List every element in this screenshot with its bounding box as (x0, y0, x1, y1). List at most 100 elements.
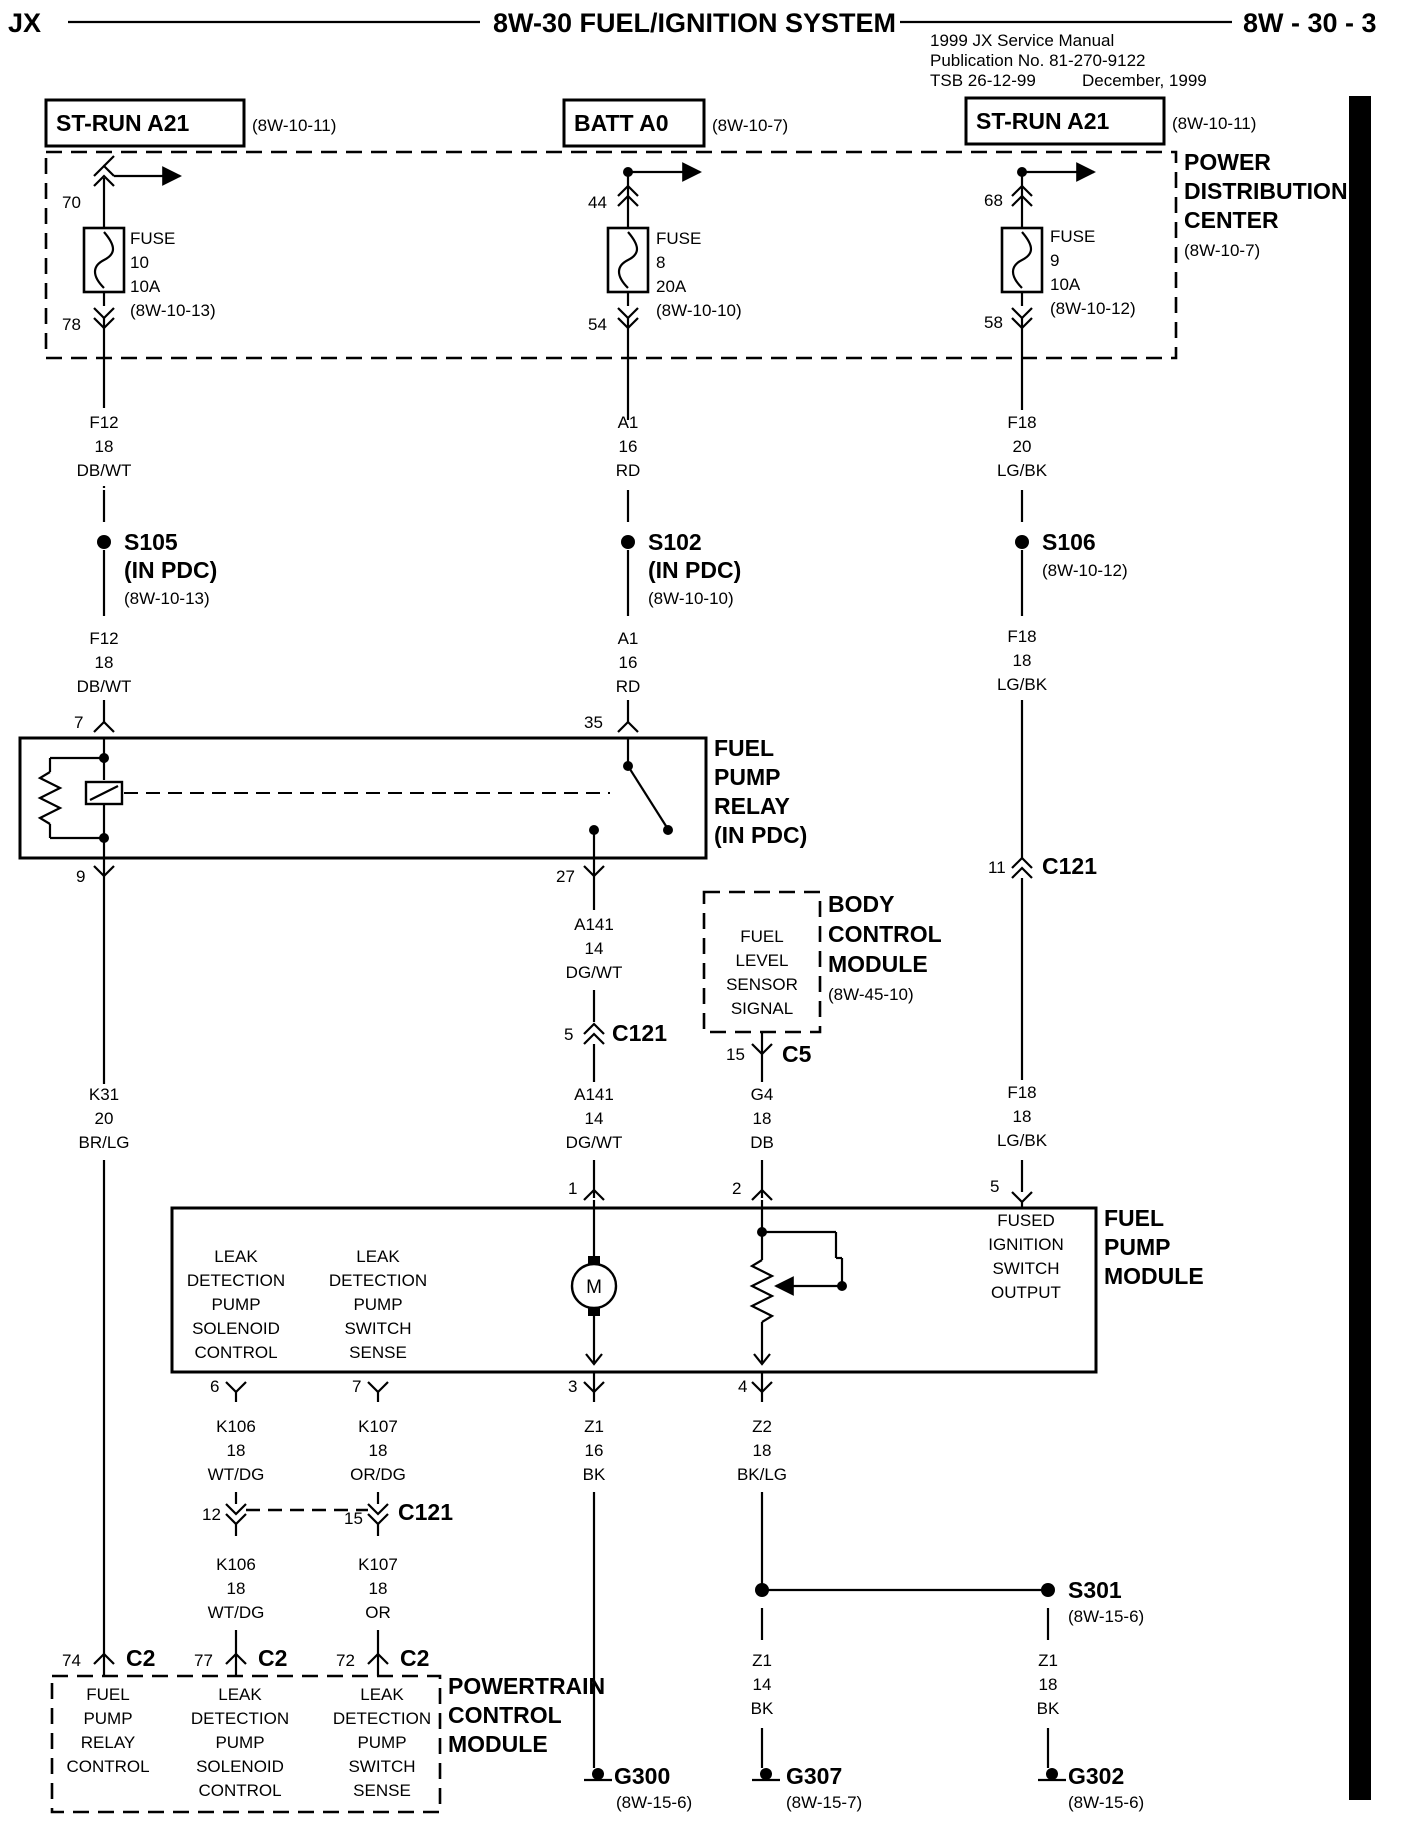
svg-text:F12: F12 (89, 413, 118, 432)
svg-text:DETECTION: DETECTION (329, 1271, 427, 1290)
svg-text:F12: F12 (89, 629, 118, 648)
svg-text:A141: A141 (574, 915, 614, 934)
svg-text:FUEL: FUEL (740, 927, 783, 946)
relay-label-1: FUEL (714, 735, 774, 761)
svg-text:14: 14 (585, 939, 604, 958)
svg-text:PUMP: PUMP (211, 1295, 260, 1314)
fuel-pump-module: 1 2 5 M LEAK DETECTION PUMP SOLENOID CON… (170, 1177, 1204, 1402)
svg-text:(8W-15-6): (8W-15-6) (616, 1793, 692, 1812)
fuse-number: 9 (1050, 251, 1059, 270)
svg-text:OR/DG: OR/DG (350, 1465, 406, 1484)
svg-text:(8W-15-6): (8W-15-6) (1068, 1793, 1144, 1812)
source-st-run-right: ST-RUN A21 (8W-10-11) (964, 96, 1256, 146)
svg-text:72: 72 (336, 1651, 355, 1670)
relay-label-3: RELAY (714, 793, 790, 819)
svg-text:A1: A1 (618, 629, 639, 648)
svg-text:BK/LG: BK/LG (737, 1465, 787, 1484)
wire-label: Z1 18 BK (1037, 1651, 1060, 1718)
splice-s106: S106 (8W-10-12) (1015, 529, 1128, 616)
svg-text:C121: C121 (398, 1499, 453, 1525)
svg-text:OR: OR (365, 1603, 391, 1622)
fuse-pin-in: 68 (984, 191, 1003, 210)
svg-text:11: 11 (988, 858, 1006, 877)
svg-text:MODULE: MODULE (1104, 1263, 1204, 1289)
wire-label: A1 16 RD (616, 629, 641, 696)
body-control-module: FUEL LEVEL SENSOR SIGNAL BODY CONTROL MO… (702, 890, 942, 1082)
svg-text:Z1: Z1 (1038, 1651, 1058, 1670)
fuse-10: 70 78 FUSE 10 10A (8W-10-13) (62, 155, 216, 488)
wire-label: F12 18 DB/WT (77, 629, 132, 696)
svg-text:18: 18 (753, 1441, 772, 1460)
fuse-pin-out: 78 (62, 315, 81, 334)
source-ref: (8W-10-11) (1172, 114, 1256, 133)
svg-text:FUSED: FUSED (997, 1211, 1055, 1230)
wire-label: Z1 16 BK (583, 1417, 606, 1484)
fuse-ref: (8W-10-12) (1050, 299, 1136, 318)
fuel-pump-relay: 7 35 9 27 FUEL PUMP RELAY ( (18, 700, 807, 886)
svg-text:LG/BK: LG/BK (997, 461, 1048, 480)
fpm-pin: 5 (990, 1177, 999, 1196)
relay-pin: 27 (556, 867, 575, 886)
source-batt: BATT A0 (8W-10-7) (562, 98, 788, 148)
fuse-pin-in: 70 (62, 193, 81, 212)
wire-label: F12 18 DB/WT (68, 408, 140, 486)
svg-text:SOLENOID: SOLENOID (192, 1319, 280, 1338)
wire-label: F18 18 LG/BK (997, 627, 1048, 694)
svg-text:CONTROL: CONTROL (448, 1702, 562, 1728)
wire-label: A141 14 DG/WT (566, 1085, 623, 1152)
svg-text:S105: S105 (124, 529, 178, 555)
svg-text:(8W-10-10): (8W-10-10) (648, 589, 734, 608)
connector-c121-a141: 5 C121 (564, 1020, 667, 1082)
svg-text:18: 18 (1013, 1107, 1032, 1126)
svg-text:18: 18 (753, 1109, 772, 1128)
fuse-ref: (8W-10-13) (130, 301, 216, 320)
svg-text:CONTROL: CONTROL (194, 1343, 277, 1362)
svg-text:16: 16 (619, 437, 638, 456)
svg-text:FUEL: FUEL (1104, 1205, 1164, 1231)
page-header: JX 8W-30 FUEL/IGNITION SYSTEM 8W - 30 - … (8, 8, 1377, 90)
relay-label-4: (IN PDC) (714, 822, 807, 848)
svg-text:18: 18 (1039, 1675, 1058, 1694)
svg-text:WT/DG: WT/DG (208, 1465, 265, 1484)
fuse-number: 8 (656, 253, 665, 272)
svg-text:(8W-10-13): (8W-10-13) (124, 589, 210, 608)
svg-text:F18: F18 (1007, 1083, 1036, 1102)
svg-text:DB/WT: DB/WT (77, 461, 132, 480)
power-distribution-center: POWER DISTRIBUTION CENTER (8W-10-7) (44, 149, 1348, 360)
fpm-pin: 6 (210, 1377, 219, 1396)
manual-name: 1999 JX Service Manual (930, 31, 1114, 50)
svg-text:BODY: BODY (828, 891, 894, 917)
page-title: 8W-30 FUEL/IGNITION SYSTEM (493, 8, 896, 38)
svg-text:S106: S106 (1042, 529, 1096, 555)
fuse-8: 44 54 FUSE 8 20A (8W-10-10) (588, 162, 742, 420)
svg-text:5: 5 (564, 1025, 573, 1044)
fuse-pin-in: 44 (588, 193, 607, 212)
svg-text:SWITCH: SWITCH (348, 1757, 415, 1776)
svg-text:MODULE: MODULE (828, 951, 928, 977)
relay-pin: 9 (76, 867, 85, 886)
svg-text:15: 15 (726, 1045, 745, 1064)
fuse-ref: (8W-10-10) (656, 301, 742, 320)
splice-s301: S301 (8W-15-6) (1068, 1577, 1144, 1626)
svg-text:LG/BK: LG/BK (997, 675, 1048, 694)
svg-text:14: 14 (753, 1675, 772, 1694)
source-label: BATT A0 (574, 110, 669, 136)
fpm-pin: 7 (352, 1377, 361, 1396)
relay-pin: 7 (74, 713, 83, 732)
connector-c121-leak: 12 15 C121 (202, 1492, 453, 1536)
svg-text:PUMP: PUMP (215, 1733, 264, 1752)
svg-text:(IN PDC): (IN PDC) (124, 557, 217, 583)
fpm-pin: 1 (568, 1179, 577, 1198)
fpm-pin: 4 (738, 1377, 747, 1396)
pdc-label-2: DISTRIBUTION (1184, 178, 1348, 204)
wire-label: K31 20 BR/LG (78, 1085, 129, 1152)
svg-text:(8W-45-10): (8W-45-10) (828, 985, 914, 1004)
svg-text:(8W-15-6): (8W-15-6) (1068, 1607, 1144, 1626)
svg-text:A141: A141 (574, 1085, 614, 1104)
svg-text:K106: K106 (216, 1555, 256, 1574)
svg-text:18: 18 (369, 1441, 388, 1460)
svg-text:K106: K106 (216, 1417, 256, 1436)
ground-g300: G300 (8W-15-6) (584, 1763, 692, 1812)
pdc-ref: (8W-10-7) (1184, 241, 1260, 260)
svg-text:18: 18 (95, 653, 114, 672)
